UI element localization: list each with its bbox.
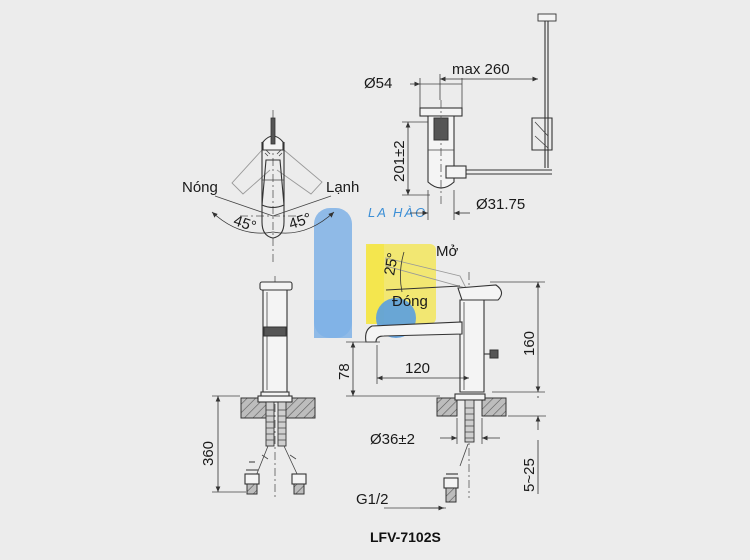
open-label: Mở	[436, 243, 458, 260]
open-angle-label: 25°	[381, 251, 402, 276]
faucet-front-view: 360	[200, 276, 316, 500]
hot-label: Nóng	[182, 179, 218, 196]
thread-label: G1/2	[356, 491, 389, 508]
rod-diameter-label: Ø31.75	[476, 196, 525, 213]
watermark-logo: LA HÀO	[314, 205, 436, 338]
cold-label: Lạnh	[326, 179, 359, 196]
drain-height-label: 201±2	[391, 140, 408, 182]
angle-left-label: 45°	[231, 212, 258, 235]
faucet-side-view: Mở Đóng 25° 160 78 120	[336, 243, 546, 511]
counter-thickness-label: 5~25	[521, 458, 538, 492]
close-label: Đóng	[392, 293, 428, 310]
watermark-text: LA HÀO	[368, 205, 427, 220]
base-diameter-label: Ø36±2	[370, 431, 415, 448]
drain-side-view: Ø54 max 260 201±2 Ø31.75	[364, 13, 557, 220]
drain-diameter-label: Ø54	[364, 75, 392, 92]
hose-length-label: 360	[200, 441, 217, 466]
spout-height-label: 78	[336, 363, 353, 380]
angle-right-label: 45°	[287, 210, 314, 233]
total-height-label: 160	[521, 331, 538, 356]
handle-top-view: Nóng Lạnh 45° 45°	[182, 110, 359, 262]
max-length-label: max 260	[452, 61, 510, 78]
model-label: LFV-7102S	[370, 529, 441, 545]
spout-reach-label: 120	[405, 360, 430, 377]
